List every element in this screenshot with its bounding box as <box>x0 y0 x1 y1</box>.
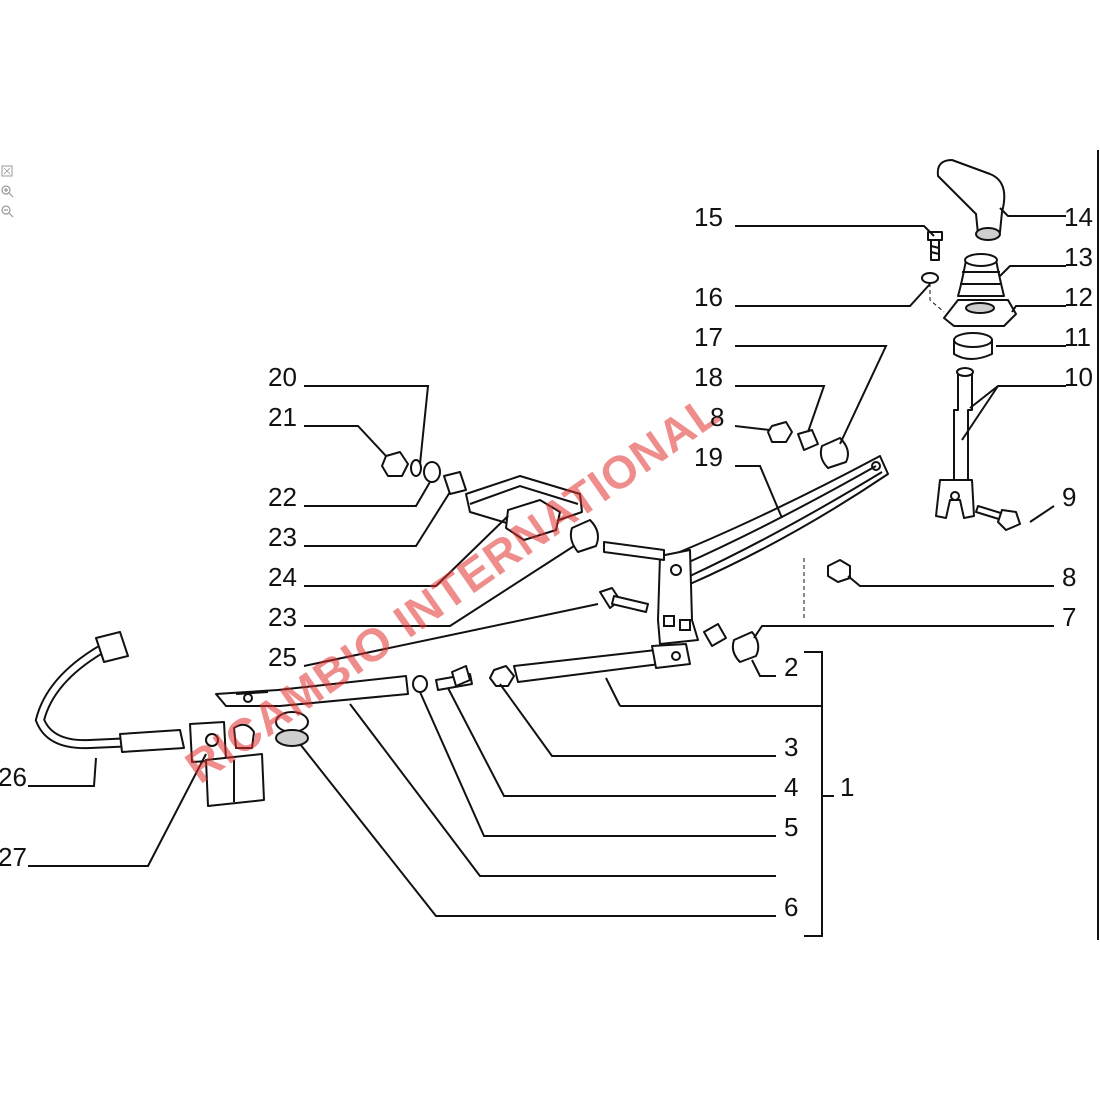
callout-14: 14 <box>1064 202 1093 232</box>
callout-11: 11 <box>1064 322 1091 352</box>
part-9-bolt <box>975 505 1021 531</box>
callout-9: 9 <box>1062 482 1076 512</box>
callout-27: 27 <box>0 842 27 872</box>
part-16-washer <box>921 272 939 284</box>
callout-12: 12 <box>1064 282 1093 312</box>
part-15-screw <box>927 231 943 261</box>
fit-page-icon[interactable] <box>0 164 14 180</box>
part-washer <box>412 675 428 693</box>
callout-6: 6 <box>784 892 798 922</box>
part-6-rod <box>215 675 409 707</box>
callout-18: 18 <box>694 362 723 392</box>
callout-labels: 15 16 17 18 8 19 14 13 12 11 10 9 8 7 2 … <box>0 202 1093 922</box>
part-18-spacer <box>797 429 819 451</box>
callout-19: 19 <box>694 442 723 472</box>
callout-2: 2 <box>784 652 798 682</box>
watermark-text: RICAMBIO INTERNATIONAL <box>176 384 730 793</box>
callout-25: 25 <box>268 642 297 672</box>
frame-border <box>1097 150 1099 940</box>
part-8-nut-upper <box>767 421 793 443</box>
callout-16: 16 <box>694 282 723 312</box>
callout-1: 1 <box>840 772 854 802</box>
part-7-bracket <box>657 549 699 645</box>
callout-8-upper: 8 <box>710 402 724 432</box>
part-5-bolt <box>435 665 473 691</box>
part-10-lever-rod <box>935 367 975 519</box>
part-13-boot <box>957 253 1005 297</box>
callout-22: 22 <box>268 482 297 512</box>
part-grommet <box>275 711 309 747</box>
callout-17: 17 <box>694 322 723 352</box>
part-25-bolt <box>599 587 649 613</box>
callout-20: 20 <box>268 362 297 392</box>
part-11-bush <box>953 332 993 360</box>
part-14-gear-knob <box>936 159 1006 241</box>
part-2-bush <box>703 623 760 663</box>
leader-lines <box>28 207 1066 937</box>
part-24-bracket <box>465 475 583 541</box>
callout-13: 13 <box>1064 242 1093 272</box>
part-23-bush-lower <box>569 519 599 553</box>
part-17-bush <box>819 437 849 469</box>
part-4-nut <box>489 665 515 687</box>
part-8-nut-lower <box>827 559 851 583</box>
callout-26: 26 <box>0 762 27 792</box>
part-19-selector-arm <box>659 455 889 585</box>
viewer-toolbar <box>0 164 16 224</box>
part-22-washer <box>423 461 441 483</box>
part-23-bush-upper <box>443 471 467 495</box>
callout-15: 15 <box>694 202 723 232</box>
callout-23-upper: 23 <box>268 522 297 552</box>
callout-24: 24 <box>268 562 297 592</box>
pivot-pin <box>603 541 665 561</box>
part-27-clamp <box>189 721 265 807</box>
callout-3: 3 <box>784 732 798 762</box>
part-20-washer <box>410 459 422 477</box>
part-26-cable <box>34 631 185 753</box>
callout-21: 21 <box>268 402 297 432</box>
callout-8-lower: 8 <box>1062 562 1076 592</box>
callout-5: 5 <box>784 812 798 842</box>
zoom-out-icon[interactable] <box>0 204 14 220</box>
part-21-nut <box>381 451 409 477</box>
callout-10: 10 <box>1064 362 1093 392</box>
callout-23-lower: 23 <box>268 602 297 632</box>
callout-7: 7 <box>1062 602 1076 632</box>
part-12-plate <box>943 299 1017 327</box>
zoom-in-icon[interactable] <box>0 184 14 200</box>
callout-4: 4 <box>784 772 798 802</box>
part-3-rod <box>513 643 691 683</box>
